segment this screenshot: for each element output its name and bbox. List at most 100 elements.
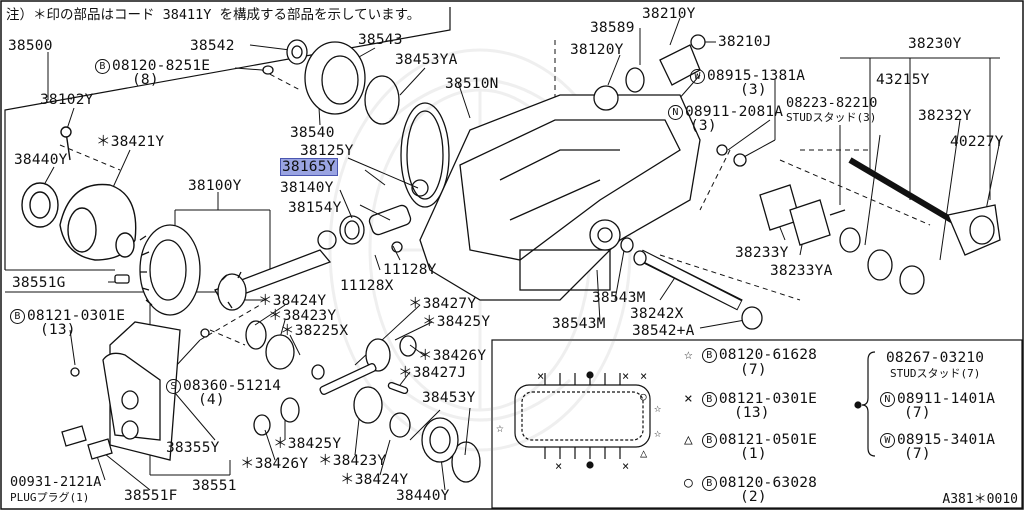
label-38543m-b[interactable]: 38543M bbox=[552, 316, 606, 332]
label-38225x[interactable]: ＊38225X bbox=[280, 323, 349, 339]
label-38230y[interactable]: 38230Y bbox=[908, 36, 962, 52]
legend-tri-part: 08121-0501E bbox=[718, 432, 818, 448]
label-08223-82210[interactable]: 08223-82210 bbox=[786, 95, 878, 111]
label-38140y[interactable]: 38140Y bbox=[280, 180, 334, 196]
label-38542a[interactable]: 38542+A bbox=[632, 323, 695, 339]
label-plug: PLUGプラグ(1) bbox=[10, 491, 90, 504]
legend-circle-part: 08120-63028 bbox=[718, 475, 818, 491]
label-38453ya[interactable]: 38453YA bbox=[395, 52, 458, 68]
legend-cross-part: 08121-0301E bbox=[718, 391, 818, 407]
label-38421y[interactable]: ＊38421Y bbox=[96, 134, 165, 150]
label-40227y[interactable]: 40227Y bbox=[950, 134, 1004, 150]
qty-08915-1381a: (3) bbox=[740, 82, 767, 98]
nut-prefix-icon: N bbox=[668, 105, 683, 120]
qty-08120-8251e: (8) bbox=[132, 72, 159, 88]
svg-text:×: × bbox=[537, 369, 544, 383]
legend-cross-qty: (13) bbox=[734, 405, 770, 421]
legend-tri-qty: (1) bbox=[740, 446, 767, 462]
label-38440y-bottom[interactable]: 38440Y bbox=[396, 488, 450, 504]
label-38540[interactable]: 38540 bbox=[290, 125, 335, 141]
label-38589[interactable]: 38589 bbox=[590, 20, 635, 36]
label-38440y-top[interactable]: 38440Y bbox=[14, 152, 68, 168]
legend-star-qty: (7) bbox=[740, 362, 767, 378]
label-38120y[interactable]: 38120Y bbox=[570, 42, 624, 58]
label-38427y[interactable]: ＊38427Y bbox=[408, 296, 477, 312]
bolt-prefix-icon: B bbox=[701, 433, 717, 448]
label-38165y-highlighted[interactable]: 38165Y bbox=[280, 158, 338, 176]
label-38425y-a[interactable]: ＊38425Y bbox=[422, 314, 491, 330]
bolt-part-number: 08120-8251E bbox=[112, 58, 211, 74]
left-group-frame bbox=[4, 7, 451, 270]
label-38543[interactable]: 38543 bbox=[358, 32, 403, 48]
washer-part-number: 08915-1381A bbox=[707, 68, 806, 84]
label-11128y[interactable]: 11128Y bbox=[383, 262, 437, 278]
legend-washer-qty: (7) bbox=[904, 446, 931, 462]
svg-text:☆: ☆ bbox=[496, 421, 504, 436]
svg-text:☆: ☆ bbox=[654, 426, 661, 440]
label-38125y[interactable]: 38125Y bbox=[300, 143, 354, 159]
label-38543m-a[interactable]: 38543M bbox=[592, 290, 646, 306]
output-flange-illustration bbox=[593, 34, 1001, 330]
legend-nut-part: 08911-1401A bbox=[897, 391, 996, 407]
label-38232y[interactable]: 38232Y bbox=[918, 108, 972, 124]
label-38542-top[interactable]: 38542 bbox=[190, 38, 235, 54]
bolt-prefix-icon: B bbox=[701, 392, 717, 407]
svg-text:×: × bbox=[622, 459, 629, 473]
label-38423y-b[interactable]: ＊38423Y bbox=[318, 453, 387, 469]
legend-frame bbox=[491, 339, 1023, 509]
footnote-text: 注）＊印の部品はコード 38411Y を構成する部品を示しています。 bbox=[6, 7, 421, 23]
label-38210y[interactable]: 38210Y bbox=[642, 6, 696, 22]
nut-part-number: 08911-2081A bbox=[685, 104, 784, 120]
svg-text:△: △ bbox=[640, 446, 648, 460]
label-38424y-b[interactable]: ＊38424Y bbox=[340, 472, 409, 488]
label-38427j[interactable]: ＊38427J bbox=[398, 365, 467, 381]
label-38551g[interactable]: 38551G bbox=[12, 275, 66, 291]
label-38423y-a[interactable]: ＊38423Y bbox=[268, 308, 337, 324]
qty-08360-51214: (4) bbox=[198, 392, 225, 408]
nut-prefix-icon: N bbox=[880, 392, 895, 407]
legend-stud-desc: STUDスタッド(7) bbox=[890, 367, 981, 380]
label-38100y[interactable]: 38100Y bbox=[188, 178, 242, 194]
label-38551f[interactable]: 38551F bbox=[124, 488, 178, 504]
label-38154y[interactable]: 38154Y bbox=[288, 200, 342, 216]
label-38355y[interactable]: 38355Y bbox=[166, 440, 220, 456]
label-38102y[interactable]: 38102Y bbox=[40, 92, 94, 108]
legend-stud-part[interactable]: 08267-03210 bbox=[886, 350, 985, 366]
label-38551[interactable]: 38551 bbox=[192, 478, 237, 494]
label-43215y[interactable]: 43215Y bbox=[876, 72, 930, 88]
bolt-prefix-icon: B bbox=[701, 476, 717, 491]
legend-star-part: 08120-61628 bbox=[718, 347, 818, 363]
label-38426y-a[interactable]: ＊38426Y bbox=[418, 348, 487, 364]
label-38425y-b[interactable]: ＊38425Y bbox=[273, 436, 342, 452]
label-38426y-b[interactable]: ＊38426Y bbox=[240, 456, 309, 472]
label-38210j[interactable]: 38210J bbox=[718, 34, 772, 50]
label-38233ya[interactable]: 38233YA bbox=[770, 263, 833, 279]
label-38510n[interactable]: 38510N bbox=[445, 76, 499, 92]
label-38500[interactable]: 38500 bbox=[8, 38, 53, 54]
triangle-icon: △ bbox=[684, 432, 693, 448]
label-00931-2121a[interactable]: 00931-2121A bbox=[10, 474, 102, 490]
label-38424y-a[interactable]: ＊38424Y bbox=[258, 293, 327, 309]
label-11128x[interactable]: 11128X bbox=[340, 278, 394, 294]
svg-text:○: ○ bbox=[640, 390, 647, 403]
label-38453y[interactable]: 38453Y bbox=[422, 390, 476, 406]
label-38233y[interactable]: 38233Y bbox=[735, 245, 789, 261]
front-cover-illustration bbox=[262, 39, 366, 115]
label-38242x[interactable]: 38242X bbox=[630, 306, 684, 322]
diagram-code: A381＊0010 bbox=[942, 492, 1018, 507]
cross-icon: × bbox=[684, 391, 693, 407]
dashed-guides bbox=[59, 40, 931, 346]
diff-case-illustration bbox=[21, 126, 137, 261]
legend-bolt-pattern: × × × × × ☆ ☆ ☆ △ ○ bbox=[496, 351, 876, 473]
